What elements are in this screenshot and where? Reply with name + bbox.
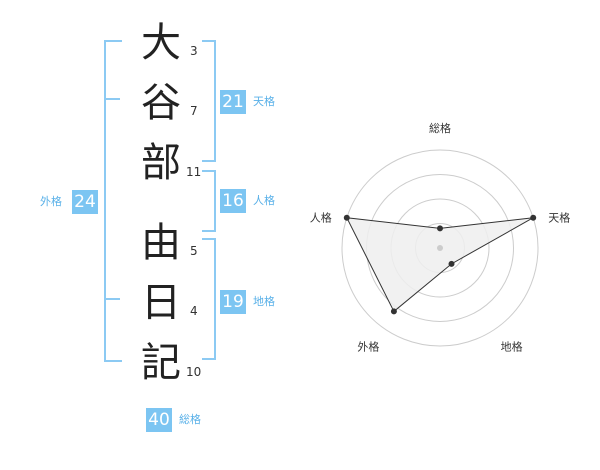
jinkaku-label: 人格 [253, 194, 275, 207]
soukaku-badge: 40 [146, 408, 172, 432]
tenkaku-label: 天格 [253, 95, 275, 108]
radar-axis-label-5: 人格 [310, 211, 332, 225]
stroke-count-3: 11 [186, 165, 202, 179]
chikaku-badge: 19 [220, 290, 246, 314]
name-char-2: 谷 [141, 80, 181, 126]
gaikaku-badge: 24 [72, 190, 98, 214]
name-char-1: 大 [141, 20, 181, 66]
radar-axis-label-4: 外格 [357, 339, 379, 353]
radar-center-dot [437, 245, 443, 251]
stroke-count-2: 7 [190, 104, 198, 118]
gaikaku-bracket [104, 40, 122, 362]
jinkaku-badge: 16 [220, 189, 246, 213]
jinkaku-bracket [202, 170, 216, 232]
chikaku-bracket [202, 238, 216, 360]
stroke-count-6: 10 [186, 365, 202, 379]
radar-axis-label-1: 総格 [429, 121, 451, 135]
radar-axis-label-2: 天格 [548, 211, 570, 225]
radar-series-area [345, 217, 534, 313]
radar-point-2 [530, 214, 537, 221]
gaikaku-tick-1 [104, 98, 120, 100]
stroke-count-1: 3 [190, 44, 198, 58]
soukaku-label: 総格 [179, 413, 201, 426]
chikaku-label: 地格 [253, 295, 275, 308]
tenkaku-bracket [202, 40, 216, 162]
name-char-3: 部 [141, 140, 181, 186]
name-char-5: 日 [141, 280, 181, 326]
stroke-count-5: 4 [190, 304, 198, 318]
gaikaku-tick-2 [104, 298, 120, 300]
tenkaku-badge: 21 [220, 90, 246, 114]
radar-point-1 [437, 225, 443, 232]
stroke-count-4: 5 [190, 244, 198, 258]
radar-point-5 [343, 214, 350, 221]
gaikaku-label: 外格 [40, 195, 62, 208]
name-char-4: 由 [141, 220, 181, 266]
radar-point-3 [448, 260, 455, 267]
radar-point-4 [390, 308, 397, 315]
radar-axis-label-3: 地格 [501, 339, 523, 353]
name-char-6: 記 [141, 340, 181, 386]
